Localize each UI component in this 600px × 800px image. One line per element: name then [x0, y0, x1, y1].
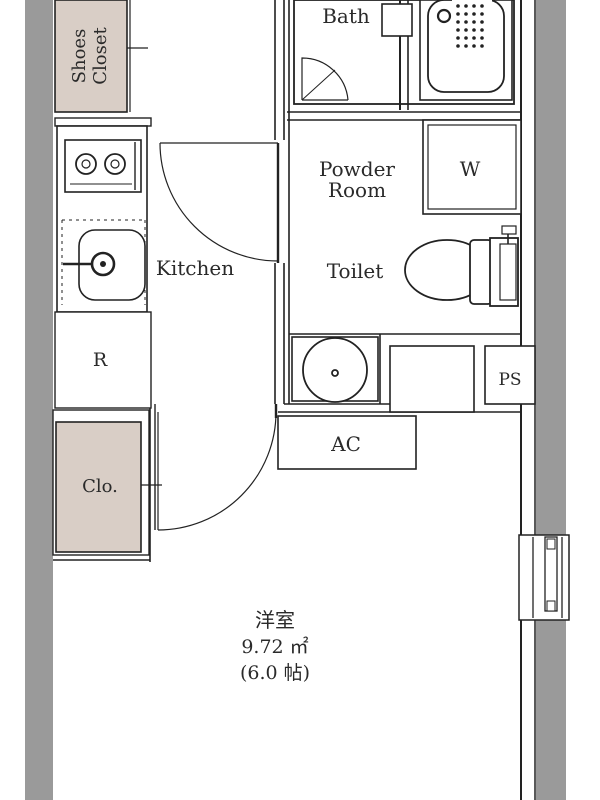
kitchen-label: Kitchen	[156, 256, 234, 280]
svg-text:Shoes: Shoes	[69, 29, 90, 84]
toilet-icon	[404, 225, 519, 307]
pipe-space-label: PS	[498, 370, 521, 390]
kitchen-sink-icon	[63, 229, 146, 301]
shoes-closet-label: Shoes Closet	[69, 26, 111, 84]
bathtub-icon	[419, 0, 513, 101]
air-conditioner-label: AC	[330, 432, 361, 456]
western-room-label: 洋室	[255, 608, 295, 632]
powder-room-label-line1: Powder	[319, 157, 395, 181]
washer-space	[422, 119, 522, 215]
refrigerator-space	[54, 311, 152, 409]
window	[518, 534, 570, 621]
toilet-label: Toilet	[327, 259, 384, 283]
refrigerator-label: R	[93, 349, 108, 371]
pipe-space	[484, 345, 536, 405]
air-conditioner-icon	[277, 415, 417, 470]
room-door	[157, 404, 278, 531]
stove-icon	[64, 139, 142, 193]
closet-label: Clo.	[82, 476, 118, 497]
svg-text:Closet: Closet	[90, 26, 111, 84]
bath-label: Bath	[322, 4, 370, 28]
western-room-area: 9.72 ㎡	[241, 635, 308, 658]
storage-space	[389, 345, 475, 413]
washer-label: W	[460, 157, 481, 181]
closet	[52, 404, 162, 562]
left-exterior-wall	[25, 0, 53, 800]
shoes-closet	[54, 0, 148, 113]
right-exterior-wall	[536, 0, 566, 800]
powder-room-label-line2: Room	[328, 178, 386, 202]
western-room-tatami: (6.0 帖)	[240, 662, 310, 684]
kitchen-door	[159, 142, 280, 263]
wash-basin-icon	[291, 336, 379, 403]
